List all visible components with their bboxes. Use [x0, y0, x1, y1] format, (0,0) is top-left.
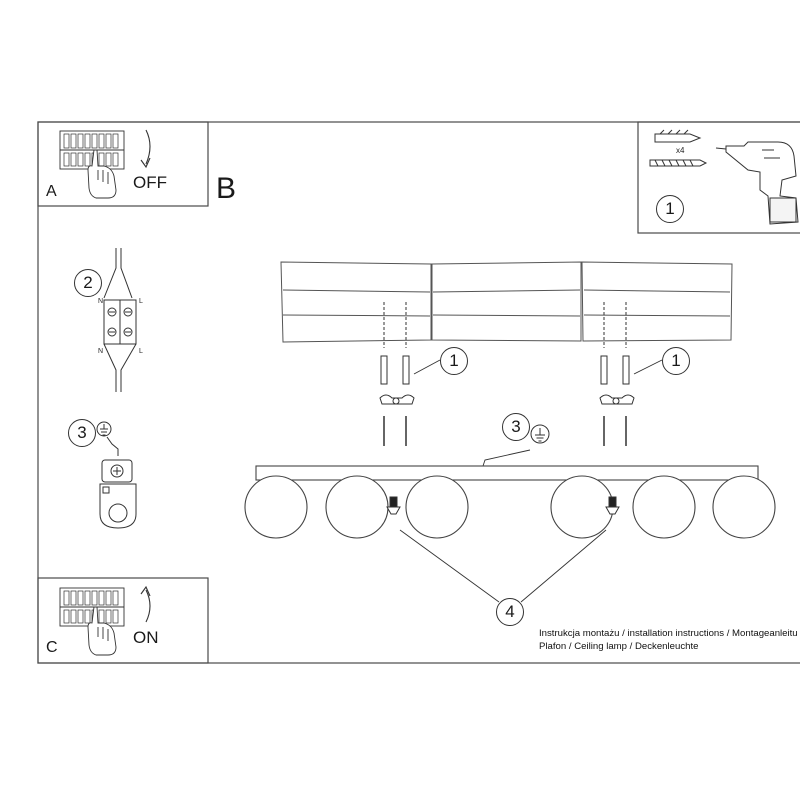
callout-tools: 1	[656, 195, 684, 223]
leader-fixings-right	[633, 359, 663, 375]
wiring-label-n-bottom: N	[98, 348, 104, 355]
wiring-label-n-top: N	[98, 298, 104, 305]
wiring-label-l-bottom: L	[139, 348, 143, 355]
terminal-block	[103, 248, 137, 392]
fixings-right	[599, 302, 635, 446]
panel-c-action: ON	[133, 628, 159, 647]
tools-box	[637, 121, 800, 234]
panel-c-box	[37, 577, 209, 664]
panel-a-action: OFF	[133, 173, 167, 192]
lamp-body	[244, 465, 776, 539]
leader-ground-center	[482, 449, 531, 467]
leader-fixings-left	[413, 359, 441, 375]
footer-line-1: Instrukcja montażu / installation instru…	[539, 628, 798, 639]
ground-symbol-center	[530, 424, 550, 444]
leader-shades-left	[399, 529, 500, 603]
callout-ground-center: 3	[502, 413, 530, 441]
breaker-panel-a	[59, 129, 151, 199]
callout-shades: 4	[496, 598, 524, 626]
ceiling	[280, 261, 733, 343]
callout-ground-left: 3	[68, 419, 96, 447]
callout-wiring: 2	[74, 269, 102, 297]
bulbs	[386, 496, 620, 515]
callout-fixings-left: 1	[440, 347, 468, 375]
fixings-left	[379, 302, 415, 446]
panel-a-letter: A	[46, 183, 57, 200]
wiring-label-l-top: L	[139, 298, 143, 305]
footer-line-2: Plafon / Ceiling lamp / Deckenleuchte	[539, 641, 699, 652]
breaker-panel-c	[59, 585, 151, 656]
panel-a-box	[37, 121, 209, 207]
drill-and-fixings	[649, 129, 799, 225]
callout-fixings-right: 1	[662, 347, 690, 375]
leader-shades-right	[520, 529, 607, 603]
ground-terminal	[96, 421, 137, 529]
panel-c-letter: C	[46, 639, 58, 656]
outer-frame	[37, 121, 800, 664]
tools-quantity: x4	[676, 146, 685, 155]
panel-b-letter: B	[216, 172, 237, 205]
